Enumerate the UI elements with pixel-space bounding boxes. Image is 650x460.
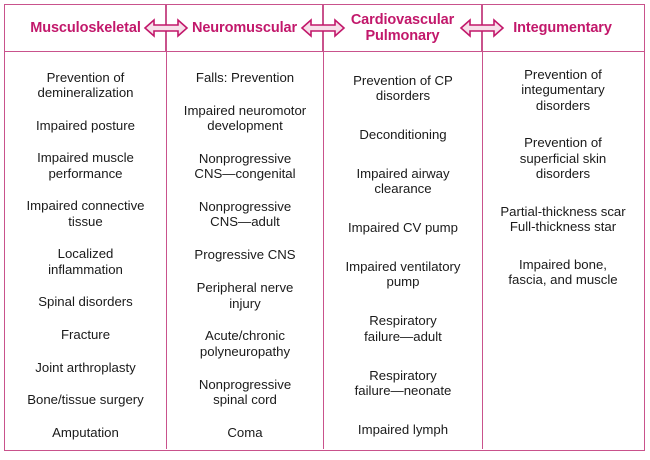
list-item: Bone/tissue surgery [27,392,144,408]
list-item: Prevention of demineralization [37,69,134,101]
practice-patterns-table: Musculoskeletal Neuromuscular Cardiovasc… [4,4,645,451]
column-body-integumentary: Prevention of integumentary disorders Pr… [482,52,643,449]
list-item: Impaired bone, fascia, and muscle [508,256,618,287]
list-item: Prevention of CP disorders [353,72,453,104]
list-item: Nonprogressive CNS—adult [198,199,292,230]
column-header-integumentary: Integumentary [513,19,612,36]
list-item: Joint arthroplasty [35,359,136,375]
list-item: Impaired ventilatory pump [345,258,461,290]
list-item: Impaired lymph [357,421,449,437]
table-body-row: Prevention of demineralization Impaired … [5,52,644,449]
list-item: Progressive CNS [194,247,296,263]
list-item: Nonprogressive CNS—congenital [194,150,296,182]
list-item: Falls: Prevention [195,69,295,85]
double-arrow-icon [459,18,505,38]
list-item: Peripheral nerve injury [196,280,294,311]
list-item: Prevention of superficial skin disorders [519,135,607,182]
list-item: Localized inflammation [48,246,123,277]
column-header-musculoskeletal: Musculoskeletal [30,19,141,36]
list-item: Impaired CV pump [348,220,458,236]
table-header-row: Musculoskeletal Neuromuscular Cardiovasc… [5,5,644,52]
list-item: Amputation [52,424,119,440]
column-header-cardiovascular-pulmonary: Cardiovascular Pulmonary [350,11,455,44]
list-item: Respiratory failure—adult [364,313,442,344]
list-item: Nonprogressive spinal cord [198,376,292,407]
list-item: Impaired airway clearance [356,165,450,197]
list-item: Partial-thickness scar Full-thickness st… [500,203,626,235]
list-item: Fracture [60,327,111,343]
column-body-musculoskeletal: Prevention of demineralization Impaired … [5,52,166,449]
list-item: Impaired posture [36,117,135,133]
list-item: Impaired neuromotor development [183,102,307,133]
list-item: Prevention of integumentary disorders [521,67,605,113]
column-body-cardiovascular-pulmonary: Prevention of CP disorders Deconditionin… [323,52,482,449]
list-item: Deconditioning [359,126,447,142]
list-item: Impaired muscle performance [37,150,134,181]
list-item: Respiratory failure—neonate [354,367,452,398]
list-item: Acute/chronic polyneuropathy [199,328,291,359]
list-item: Coma [227,424,263,440]
list-item: Spinal disorders [38,294,133,310]
column-header-neuromuscular: Neuromuscular [191,19,298,36]
column-body-neuromuscular: Falls: Prevention Impaired neuromotor de… [166,52,323,449]
double-arrow-icon [143,18,189,38]
double-arrow-icon [300,18,346,38]
list-item: Impaired connective tissue [26,198,145,229]
